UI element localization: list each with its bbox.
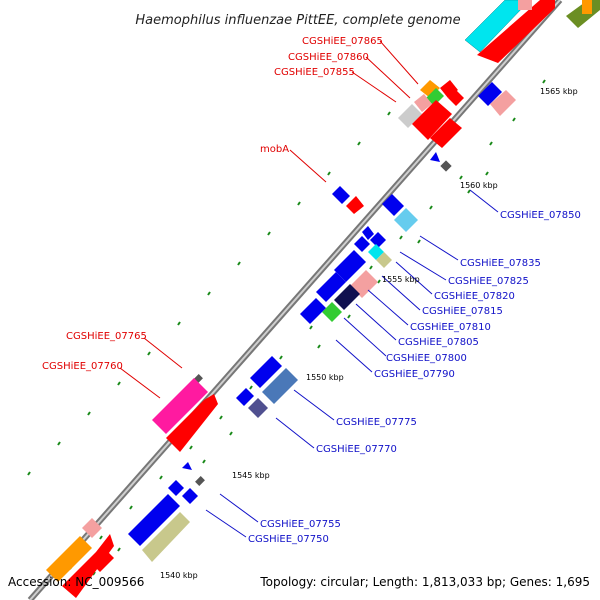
gene-label[interactable]: CGSHiEE_07775 (336, 417, 417, 428)
gene-blue-small[interactable] (430, 152, 440, 162)
gene-blue-07755a[interactable] (182, 462, 192, 470)
gene-label[interactable]: CGSHiEE_07765 (66, 331, 147, 342)
gene-blue-r1[interactable] (478, 82, 502, 106)
gene-red-07760[interactable] (166, 394, 218, 452)
leader-lines-red (119, 40, 419, 399)
gene-features[interactable] (46, 0, 600, 598)
gene-blue-07835b[interactable] (354, 236, 370, 252)
gene-red-07855[interactable] (412, 100, 452, 140)
gene-blue-07770[interactable] (236, 388, 254, 406)
gene-red-top[interactable] (477, 0, 555, 63)
tick-label-1550: 1550 kbp (306, 373, 344, 382)
gene-label[interactable]: CGSHiEE_07810 (410, 322, 491, 333)
gene-label[interactable]: CGSHiEE_07790 (374, 369, 455, 380)
gene-blue-07820[interactable] (334, 250, 366, 282)
gene-orange-bl[interactable] (46, 536, 92, 582)
gene-salmon-r1[interactable] (490, 90, 516, 116)
gene-label[interactable]: CGSHiEE_07850 (500, 210, 581, 221)
gene-khaki-07750[interactable] (142, 512, 190, 562)
tick-label-1560: 1560 kbp (460, 181, 498, 190)
gene-label[interactable]: CGSHiEE_07815 (422, 306, 503, 317)
gene-grey-small[interactable] (440, 160, 452, 172)
gene-green-07805[interactable] (322, 302, 342, 322)
gene-label[interactable]: CGSHiEE_07805 (398, 337, 479, 348)
gene-cyan-top[interactable] (464, 0, 531, 53)
gene-label[interactable]: CGSHiEE_07865 (302, 36, 383, 47)
gene-navy-07810[interactable] (334, 284, 360, 310)
gene-blue-moba[interactable] (332, 186, 350, 204)
gene-label[interactable]: mobA (260, 144, 289, 155)
gene-blue-07755b[interactable] (168, 480, 184, 496)
gene-grey-07755[interactable] (195, 476, 205, 486)
topology-text: Topology: circular; Length: 1,813,033 bp… (259, 575, 590, 589)
gene-label[interactable]: CGSHiEE_07800 (386, 353, 467, 364)
gene-blue-07755c[interactable] (182, 488, 198, 504)
gene-grey-07855[interactable] (398, 104, 422, 128)
gene-salmon-bl[interactable] (82, 518, 102, 538)
gene-slate-07775[interactable] (262, 368, 298, 404)
gene-blue-07750[interactable] (128, 494, 180, 546)
gene-navy-07770[interactable] (248, 398, 268, 418)
gene-blue-07775[interactable] (250, 356, 282, 388)
gene-red-bl2[interactable] (90, 548, 114, 572)
gene-label[interactable]: CGSHiEE_07855 (274, 67, 355, 78)
gene-blue-07835c[interactable] (370, 232, 386, 248)
gene-labels-red: CGSHiEE_07865 CGSHiEE_07860 CGSHiEE_0785… (42, 36, 383, 372)
kbp-ticks: 1565 kbp 1560 kbp 1555 kbp 1550 kbp 1545… (160, 87, 578, 580)
gene-label[interactable]: CGSHiEE_07750 (248, 534, 329, 545)
gene-label[interactable]: CGSHiEE_07835 (460, 258, 541, 269)
gene-red-bl[interactable] (62, 534, 114, 598)
gene-salmon-top[interactable] (518, 0, 532, 10)
gene-label[interactable]: CGSHiEE_07755 (260, 519, 341, 530)
gene-labels-blue: CGSHiEE_07850 CGSHiEE_07835 CGSHiEE_0782… (248, 210, 581, 545)
gene-label[interactable]: CGSHiEE_07860 (288, 52, 369, 63)
gene-green-07860[interactable] (426, 88, 444, 106)
gene-magenta-07765[interactable] (152, 378, 208, 434)
accession-text: Accession: NC_009566 (8, 575, 144, 589)
tick-label-1540: 1540 kbp (160, 571, 198, 580)
gene-blue-07835a[interactable] (362, 226, 374, 240)
gene-orange-07865[interactable] (420, 80, 440, 98)
tick-label-1565: 1565 kbp (540, 87, 578, 96)
tick-label-1555: 1555 kbp (382, 275, 420, 284)
genome-backbone (27, 0, 563, 600)
gene-red-moba[interactable] (346, 196, 364, 214)
tick-label-1545: 1545 kbp (232, 471, 270, 480)
map-title: Haemophilus influenzae PittEE, complete … (135, 13, 460, 28)
gene-khaki-07825[interactable] (376, 252, 392, 268)
gene-label[interactable]: CGSHiEE_07760 (42, 361, 123, 372)
gene-label[interactable]: CGSHiEE_07825 (448, 276, 529, 287)
gene-blue-07810[interactable] (316, 272, 346, 302)
gene-orange-top[interactable] (582, 0, 592, 14)
leader-lines-blue (205, 189, 499, 538)
gene-skyblue-07850[interactable] (394, 208, 418, 232)
gene-label[interactable]: CGSHiEE_07770 (316, 444, 397, 455)
gene-label[interactable]: CGSHiEE_07820 (434, 291, 515, 302)
gene-red-arrows-2[interactable] (448, 90, 464, 106)
gene-red-07855b[interactable] (430, 118, 462, 148)
gene-blue-07850[interactable] (382, 194, 404, 216)
gene-salmon-07855[interactable] (414, 94, 432, 112)
gene-blue-07800[interactable] (300, 298, 326, 324)
